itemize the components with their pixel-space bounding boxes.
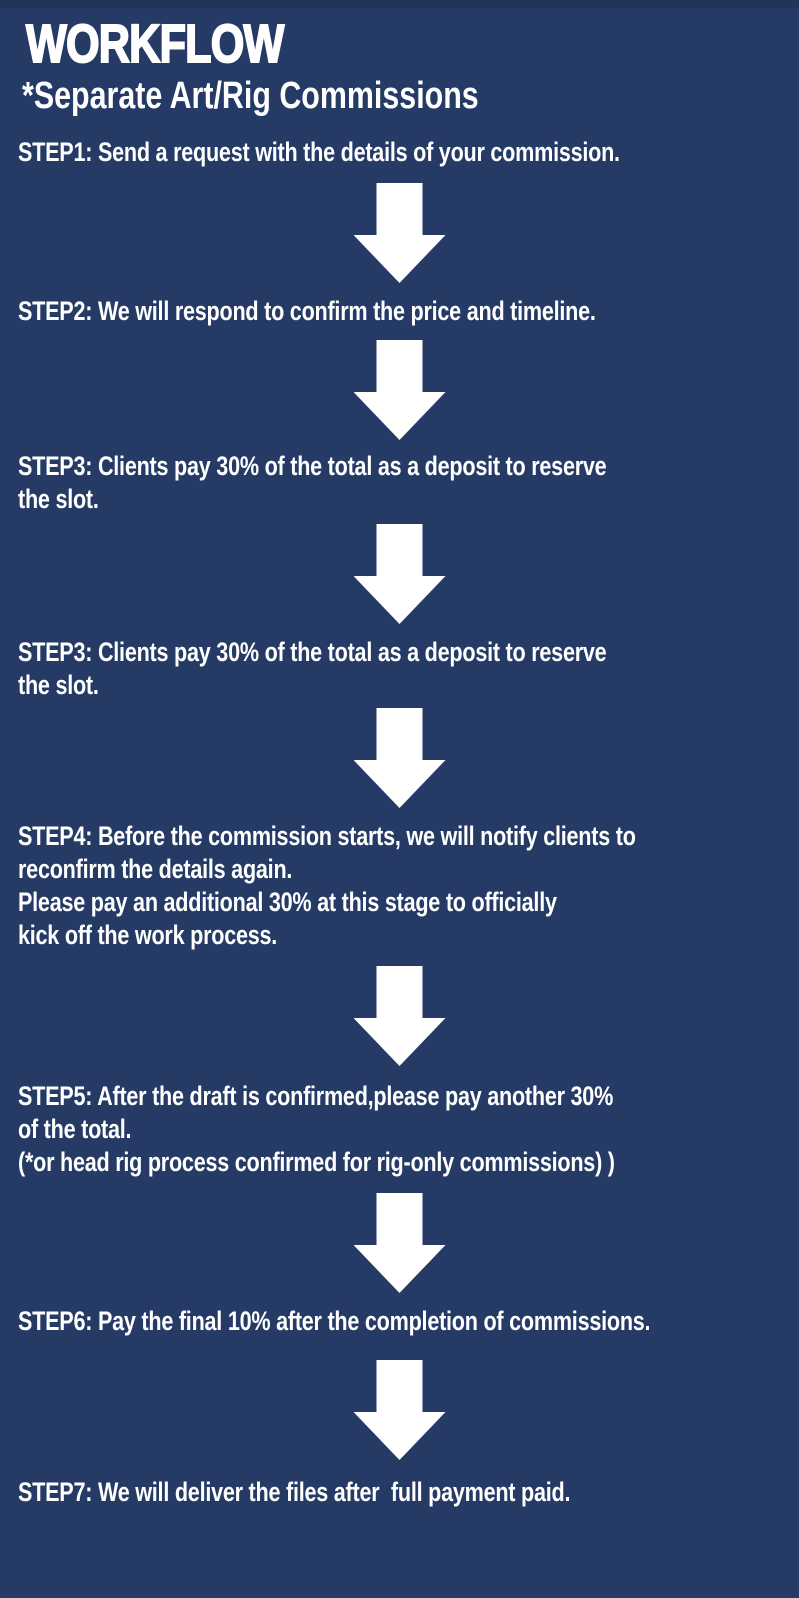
top-edge-strip xyxy=(0,0,799,8)
arrow-down-icon xyxy=(353,183,446,283)
arrow-down-icon xyxy=(353,966,446,1066)
workflow-diagram: WORKFLOW *Separate Art/Rig Commissions S… xyxy=(0,8,799,1509)
page-subtitle: *Separate Art/Rig Commissions xyxy=(22,75,479,117)
arrow-down-icon xyxy=(353,524,446,624)
step-7-text: STEP7: We will deliver the files after f… xyxy=(18,1477,571,1507)
arrow-down-icon xyxy=(353,1360,446,1460)
step-4-text: STEP4: Before the commission starts, we … xyxy=(18,821,636,950)
step-2-text: STEP2: We will respond to confirm the pr… xyxy=(18,296,596,326)
step-6-text: STEP6: Pay the final 10% after the compl… xyxy=(18,1306,651,1336)
page-title: WORKFLOW xyxy=(25,14,285,74)
step-1-text: STEP1: Send a request with the details o… xyxy=(18,137,620,167)
arrow-down-icon xyxy=(353,1193,446,1293)
step-3-text: STEP3: Clients pay 30% of the total as a… xyxy=(18,451,607,514)
arrow-down-icon xyxy=(353,708,446,808)
arrow-down-icon xyxy=(353,340,446,440)
step-3-repeat-text: STEP3: Clients pay 30% of the total as a… xyxy=(18,637,607,700)
step-5-text: STEP5: After the draft is confirmed,plea… xyxy=(18,1081,615,1177)
